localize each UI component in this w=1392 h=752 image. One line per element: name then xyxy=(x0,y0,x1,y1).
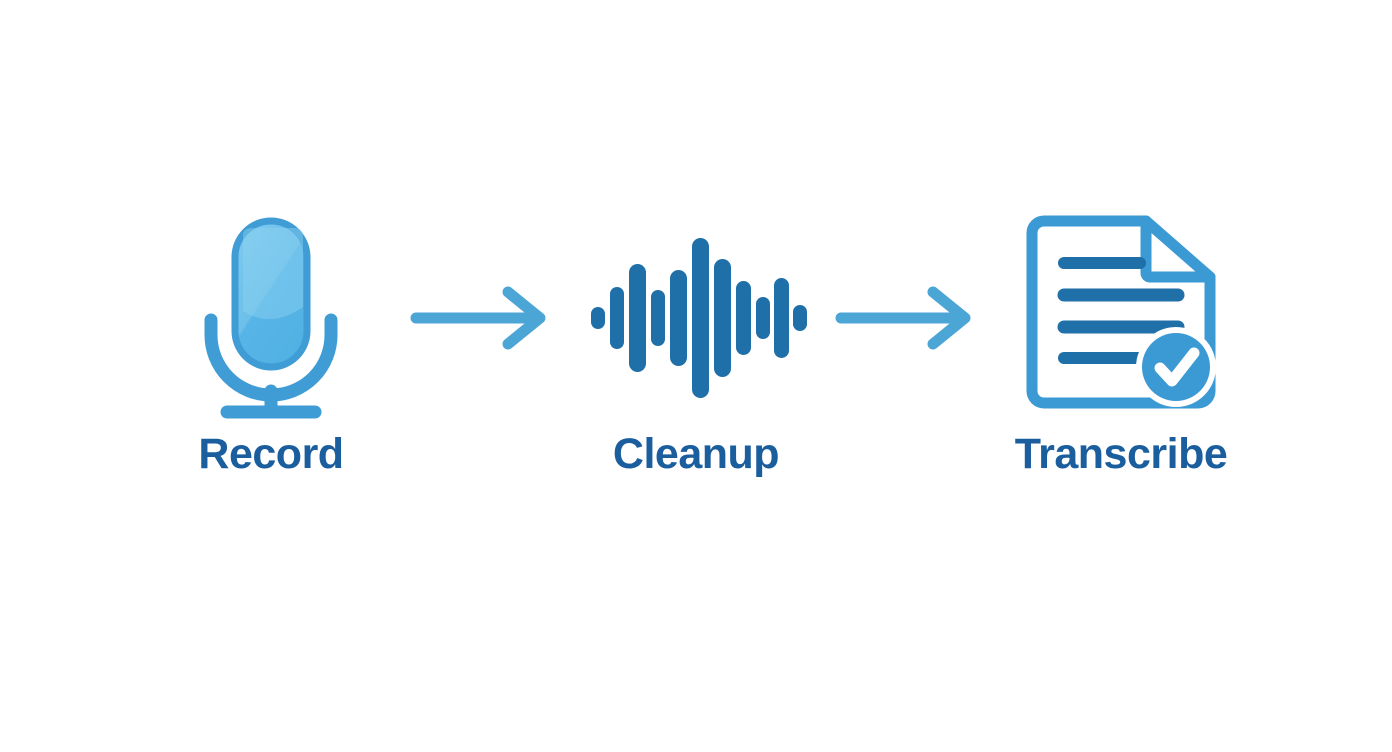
step-cleanup[interactable]: Cleanup xyxy=(566,210,826,476)
waveform-bar xyxy=(692,237,709,398)
waveform-bar xyxy=(774,277,789,358)
waveform-bar xyxy=(736,280,751,355)
waveform-bar xyxy=(610,286,624,349)
audio-waveform-icon xyxy=(591,237,807,398)
step-transcribe[interactable]: Transcribe xyxy=(991,210,1251,476)
waveform-bar xyxy=(756,296,770,339)
step-transcribe-label: Transcribe xyxy=(1014,430,1228,478)
arrow-record-to-cleanup xyxy=(401,210,566,425)
microphone-icon xyxy=(204,217,338,419)
waveform-bar xyxy=(670,269,687,366)
step-cleanup-art xyxy=(589,210,807,425)
step-record-art xyxy=(191,210,351,425)
waveform-bar xyxy=(793,304,807,331)
arrow-right-icon xyxy=(410,286,545,349)
waveform-bar xyxy=(714,258,731,377)
step-record[interactable]: Record xyxy=(141,210,401,476)
arrow-right-icon xyxy=(835,286,970,349)
step-cleanup-label: Cleanup xyxy=(612,430,780,478)
waveform-bars xyxy=(591,237,807,398)
arrow-cleanup-to-transcribe xyxy=(826,210,991,425)
document-text-lines xyxy=(1057,257,1185,364)
step-record-label: Record xyxy=(198,430,344,478)
process-flow: Record xyxy=(0,210,1392,530)
document-check-icon xyxy=(1026,215,1216,409)
check-badge-icon xyxy=(1136,327,1216,407)
waveform-bar xyxy=(591,306,605,329)
step-transcribe-art xyxy=(1018,210,1224,425)
page-fold-icon xyxy=(1140,215,1216,283)
check-icon xyxy=(1154,347,1200,387)
waveform-bar xyxy=(651,289,665,346)
waveform-bar xyxy=(629,263,646,372)
